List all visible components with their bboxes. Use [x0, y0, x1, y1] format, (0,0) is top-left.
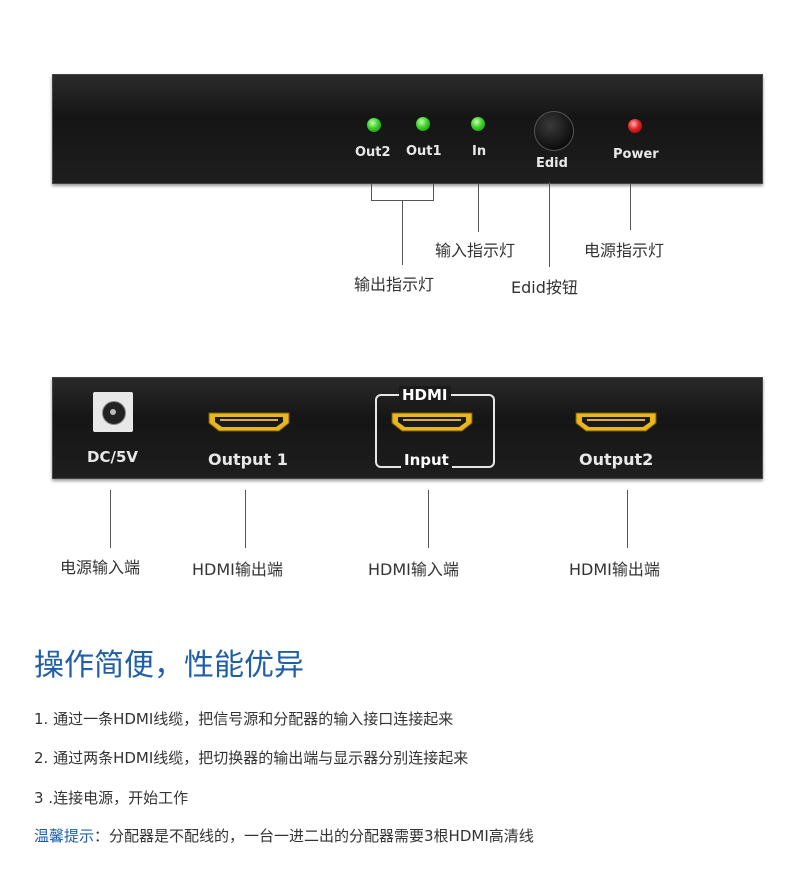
in-led-icon — [471, 117, 485, 131]
edid-button-callout: Edid按钮 — [511, 278, 578, 297]
edid-button[interactable] — [534, 111, 574, 151]
rear-panel: DC/5V Output 1 HDMI Input Output2 — [52, 377, 763, 479]
section-heading: 操作简便，性能优异 — [34, 648, 304, 683]
out2-led-icon — [367, 118, 381, 132]
power-led-callout: 电源指示灯 — [584, 241, 665, 260]
step-1: 1. 通过一条HDMI线缆，把信号源和分配器的输入接口连接起来 — [34, 710, 454, 728]
tip: 温馨提示：分配器是不配线的，一台一进二出的分配器需要3根HDMI高清线 — [34, 825, 534, 846]
out1-led-icon — [416, 117, 430, 131]
hdmi-output2-port-icon — [575, 412, 657, 432]
out2-label: Out2 — [355, 145, 391, 160]
edid-pointer — [549, 182, 550, 267]
tip-label: 温馨提示 — [34, 827, 95, 845]
hdmi-frame-label: HDMI — [399, 386, 451, 404]
input-led-pointer — [478, 184, 479, 232]
hdmi-out2-callout: HDMI输出端 — [569, 560, 660, 579]
power-label: Power — [613, 147, 659, 162]
output1-label: Output 1 — [208, 450, 288, 469]
power-led-icon — [628, 119, 642, 133]
tip-text: ：分配器是不配线的，一台一进二出的分配器需要3根HDMI高清线 — [94, 827, 534, 845]
input-led-callout: 输入指示灯 — [435, 241, 516, 260]
dc-label: DC/5V — [87, 448, 138, 466]
output-bracket-right — [433, 184, 434, 201]
hdmi-out1-callout: HDMI输出端 — [192, 560, 283, 579]
output-bracket-left — [371, 184, 372, 201]
input-label: Input — [401, 451, 452, 469]
output-led-callout: 输出指示灯 — [354, 275, 435, 294]
out1-label: Out1 — [406, 144, 442, 159]
hdmi-out1-pointer — [245, 490, 246, 548]
output-led-pointer — [402, 200, 403, 265]
power-in-callout: 电源输入端 — [60, 558, 141, 577]
output2-label: Output2 — [579, 450, 654, 469]
hdmi-out2-pointer — [627, 490, 628, 548]
hdmi-in-pointer — [428, 490, 429, 548]
step-3: 3 .连接电源，开始工作 — [34, 789, 189, 807]
in-label: In — [472, 144, 487, 159]
power-in-pointer — [110, 490, 111, 548]
edid-label: Edid — [536, 156, 568, 171]
hdmi-in-callout: HDMI输入端 — [368, 560, 459, 579]
hdmi-output1-port-icon — [208, 412, 290, 432]
front-panel: Out2 Out1 In Edid Power — [52, 74, 763, 184]
power-led-pointer — [630, 184, 631, 230]
hdmi-input-port-icon — [391, 412, 473, 432]
dc-jack-icon — [93, 392, 133, 432]
step-2: 2. 通过两条HDMI线缆，把切换器的输出端与显示器分别连接起来 — [34, 749, 469, 767]
